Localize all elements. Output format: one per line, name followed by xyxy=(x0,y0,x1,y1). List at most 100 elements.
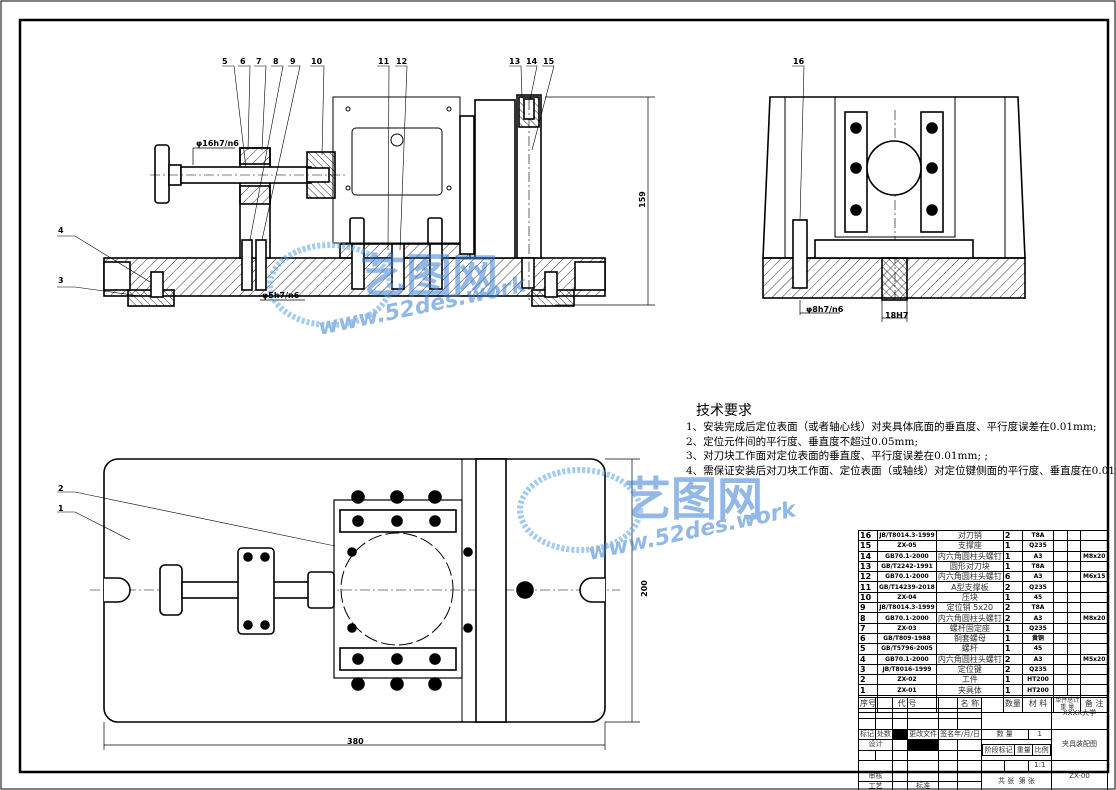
bom-cell-name: A型支撑板 xyxy=(935,581,1004,593)
balloon-leaders xyxy=(57,65,805,547)
inner-border xyxy=(18,18,1110,774)
tb-sheet-no: 第 张 xyxy=(1018,777,1035,785)
tb-sign-date: 签名年/月/日 xyxy=(938,728,982,740)
bom-cell-empty xyxy=(1053,602,1068,614)
bom-cell-material: 45 xyxy=(1021,643,1055,655)
bom-cell-seq: 4 xyxy=(858,653,878,665)
tb-qty-label: 数 量 xyxy=(980,728,1029,740)
technical-requirements: 技术要求 1、安装完成后定位表面（或者轴心线）对夹具体底面的垂直度、平行度误差在… xyxy=(686,402,1116,478)
tb-qty: 1 xyxy=(1027,728,1053,740)
bom-cell-empty xyxy=(1066,653,1082,665)
bom-cell-seq: 2 xyxy=(858,674,878,686)
bom-cell-empty xyxy=(1066,550,1082,562)
tb-change-doc: 更改文件 xyxy=(907,728,940,740)
bom-cell-name: 螺杆固定座 xyxy=(935,622,1004,634)
bom-cell-material: A3 xyxy=(1021,550,1055,562)
bom-cell-seq: 7 xyxy=(858,622,878,634)
bom-cell-qty: 2 xyxy=(1002,529,1023,542)
drawing-number: ZX-00 xyxy=(1051,760,1108,790)
bom-cell-code: GB/T14239-2018 xyxy=(877,581,937,593)
bom-cell-seq: 6 xyxy=(858,632,878,645)
dim-width: 200 xyxy=(639,580,649,597)
bom-cell-name: 定位销 5x20 xyxy=(935,602,1004,614)
bom-cell-empty xyxy=(1066,684,1082,696)
tb-total-sheets: 共 张 xyxy=(998,777,1015,785)
bom-cell-empty xyxy=(1053,622,1068,634)
bom-cell-qty: 1 xyxy=(1002,591,1023,604)
bom-cell-empty xyxy=(1066,571,1082,583)
bom-cell-seq: 10 xyxy=(858,591,878,604)
bom-cell-material: 黄铜 xyxy=(1021,632,1055,645)
bom-cell-code: ZX-01 xyxy=(877,684,937,696)
tb-review: 审核 xyxy=(858,770,893,782)
bom-cell-empty xyxy=(1053,612,1068,624)
dim-side-pin-fit: φ8h7/n6 xyxy=(806,305,844,314)
bom-cell-qty: 1 xyxy=(1002,560,1023,573)
tb-mark: 标记 xyxy=(858,728,876,740)
bom-cell-material: Q235 xyxy=(1021,622,1055,634)
bom-cell-code: GB/T809-1988 xyxy=(877,632,937,645)
bom-cell-name: 夹具体 xyxy=(935,684,1004,696)
bom-cell-name: 圆形对刀块 xyxy=(935,560,1004,573)
bom-cell-empty xyxy=(1066,643,1082,655)
bom-cell-note xyxy=(1080,622,1108,634)
bom-cell-empty xyxy=(1053,663,1068,676)
bom-cell-empty xyxy=(1053,591,1068,604)
bom-cell-material: T8A xyxy=(1021,602,1055,614)
bom-cell-note xyxy=(1080,674,1108,686)
bom-cell-code: ZX-02 xyxy=(877,674,937,686)
bom-cell-empty xyxy=(1066,540,1082,552)
bom-cell-name: 铜套螺母 xyxy=(935,632,1004,645)
bom-cell-code: JB/T8014.3-1999 xyxy=(877,602,937,614)
balloon-6: 6 xyxy=(240,57,246,66)
balloon-15: 15 xyxy=(543,57,555,66)
bom-cell-material: HT200 xyxy=(1021,674,1055,686)
bom-cell-seq: 9 xyxy=(858,602,878,614)
bom-cell-empty xyxy=(1053,643,1068,655)
balloon-9: 9 xyxy=(290,57,296,66)
bom-cell-code: JB/T8014.3-1999 xyxy=(877,529,937,542)
balloon-10: 10 xyxy=(311,57,323,66)
bom-cell-note xyxy=(1080,591,1108,604)
bom-cell-empty xyxy=(1066,663,1082,676)
tb-process: 工艺 xyxy=(858,781,893,790)
bom-cell-qty: 1 xyxy=(1002,674,1023,686)
dim-pin-fit: φ5h7/n6 xyxy=(262,291,300,300)
bom-cell-seq: 16 xyxy=(858,529,878,542)
bom-cell-qty: 6 xyxy=(1002,571,1023,583)
balloon-2: 2 xyxy=(58,484,64,493)
bom-cell-code: GB/T5796-2005 xyxy=(877,643,937,655)
bom-cell-empty xyxy=(1053,674,1068,686)
bom-cell-note xyxy=(1080,663,1108,676)
bom-cell-qty: 1 xyxy=(1002,684,1023,696)
drawing-name: 夹具装配图 xyxy=(1051,728,1108,761)
bom-cell-note xyxy=(1080,540,1108,552)
bom-cell-material: Q235 xyxy=(1021,663,1055,676)
balloon-5: 5 xyxy=(222,57,228,66)
svg-text:艺图网: 艺图网 xyxy=(625,472,763,526)
bom-cell-empty xyxy=(1053,684,1068,696)
bom-cell-empty xyxy=(1066,602,1082,614)
bom-cell-qty: 1 xyxy=(1002,540,1023,552)
bom-cell-empty xyxy=(1066,529,1082,542)
bom-cell-empty xyxy=(1066,581,1082,593)
tech-req-item: 1、安装完成后定位表面（或者轴心线）对夹具体底面的垂直度、平行度误差在0.01m… xyxy=(686,421,1097,433)
bom-cell-empty xyxy=(1053,550,1068,562)
bom-cell-empty xyxy=(1066,632,1082,645)
dim-length: 380 xyxy=(347,737,364,746)
bom-cell-qty: 1 xyxy=(1002,622,1023,634)
bom-cell-note xyxy=(1080,581,1108,593)
bom-cell-qty: 1 xyxy=(1002,550,1023,562)
bom-cell-code: GB70.1-2000 xyxy=(877,571,937,583)
bom-cell-code: JB/T8016-1999 xyxy=(877,663,937,676)
bom-cell-empty xyxy=(1066,591,1082,604)
bom-cell-qty: 2 xyxy=(1002,653,1023,665)
